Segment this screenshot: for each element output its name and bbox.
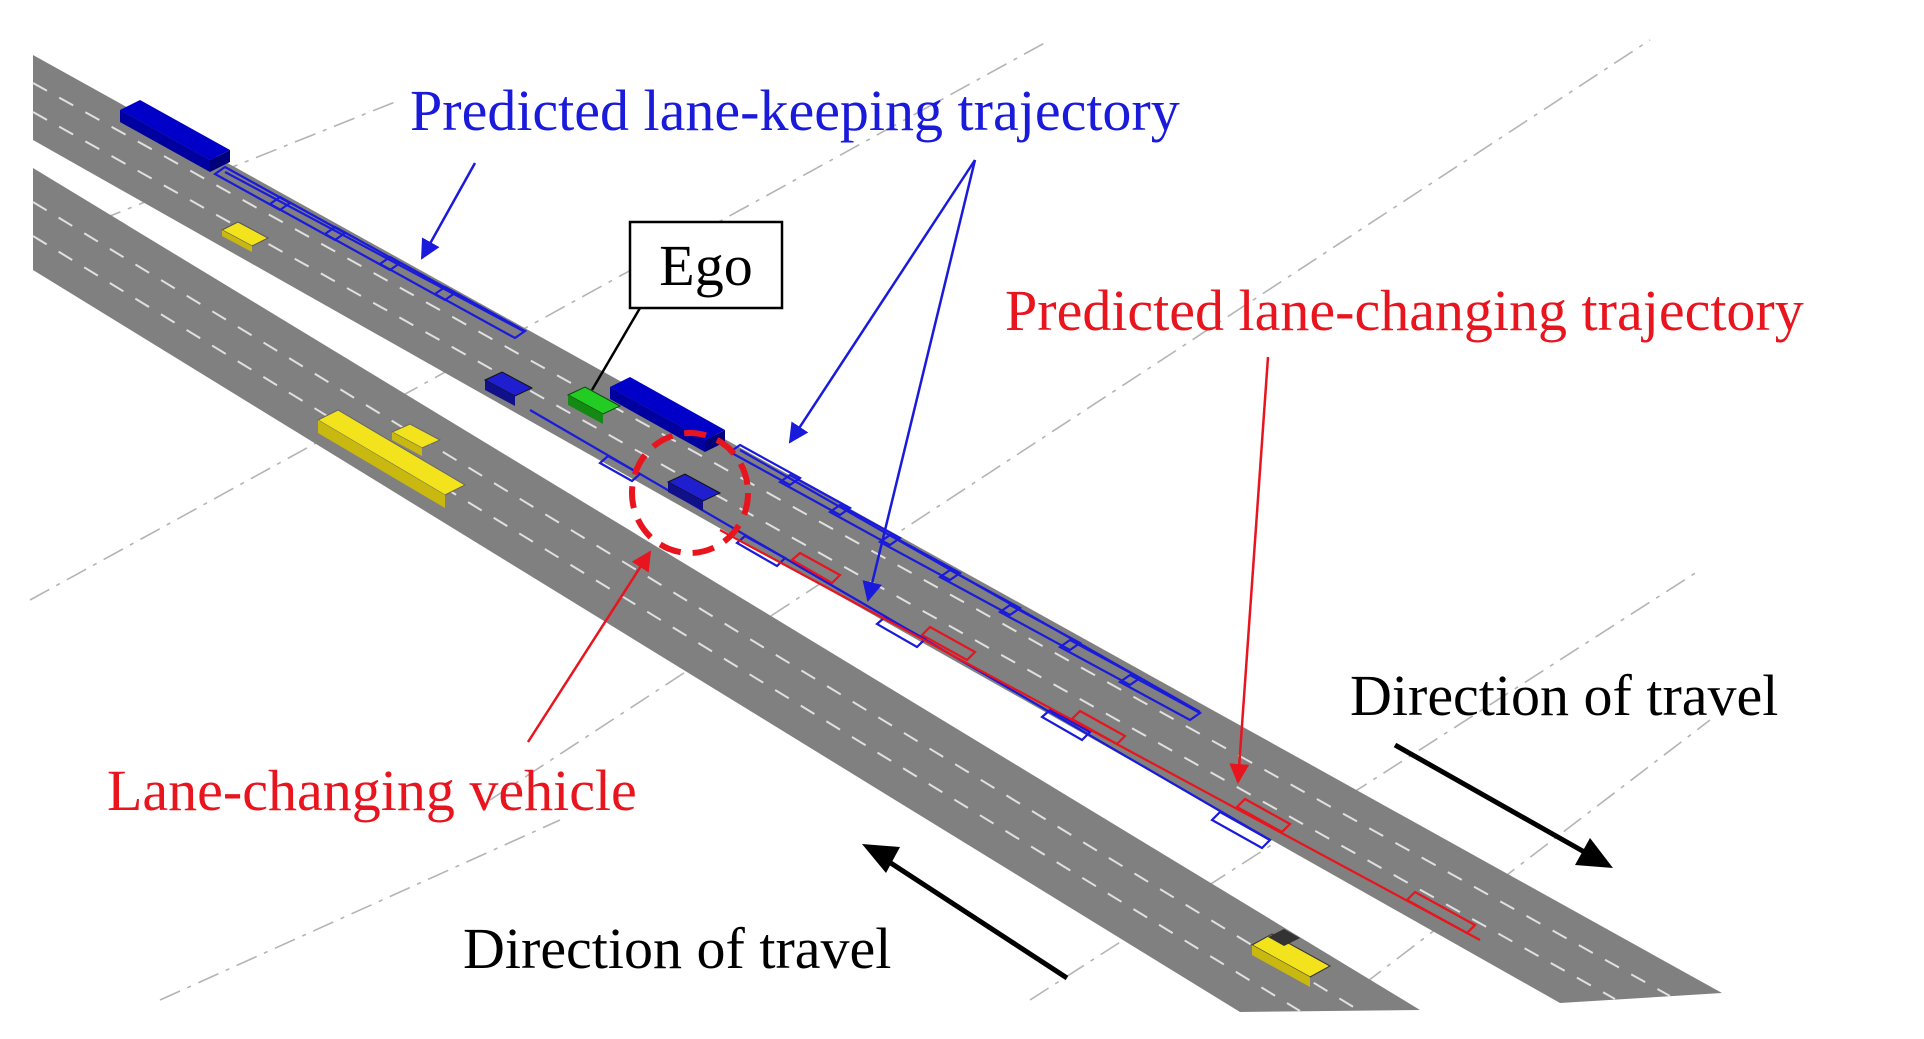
car-icon	[1250, 929, 1332, 987]
lane-changing-trajectory	[719, 529, 1481, 941]
direction-arrow-icon	[1393, 742, 1613, 868]
lane-keeping-trajectory	[212, 165, 1272, 850]
vehicles	[120, 100, 1332, 987]
ego-pointer-line	[590, 307, 642, 391]
car-icon	[220, 221, 270, 252]
ego-label-box	[628, 220, 784, 310]
lane-changing-car-icon	[666, 473, 722, 511]
ego-car-icon	[566, 386, 622, 424]
direction-of-travel-right-label: Direction of travel	[1350, 663, 1778, 728]
ego-label: Ego	[659, 233, 752, 298]
direction-of-travel-left-label: Direction of travel	[463, 916, 891, 981]
direction-arrow-icon	[862, 844, 1069, 981]
lower-roadway	[32, 168, 1420, 1012]
lane-changing-pointers	[526, 356, 1270, 784]
lane-keeping-label: Predicted lane-keeping trajectory	[410, 78, 1180, 143]
lane-changing-highlight-circle	[629, 430, 751, 556]
bus-icon	[120, 100, 230, 172]
car-icon	[390, 423, 442, 456]
background-guide-lines	[29, 39, 1711, 1011]
bus-icon	[316, 409, 467, 508]
lane-keeping-pointers	[420, 159, 977, 602]
lane-changing-label: Predicted lane-changing trajectory	[1005, 278, 1804, 343]
car-icon	[483, 371, 534, 406]
lane-changing-vehicle-label: Lane-changing vehicle	[107, 758, 637, 823]
bus-icon	[610, 377, 725, 452]
